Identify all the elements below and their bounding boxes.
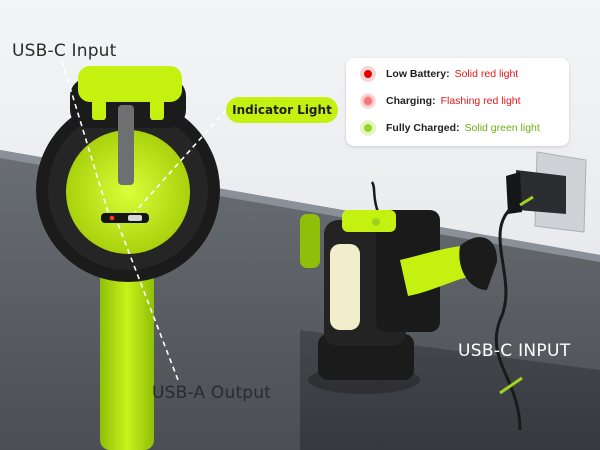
legend-value: Flashing red light [440, 95, 521, 107]
lamp-product [300, 210, 498, 394]
lamp-closeup [36, 66, 220, 450]
wall-socket [506, 151, 587, 233]
legend-key: Fully Charged: [386, 122, 460, 134]
legend-row-fully-charged: Fully Charged: Solid green light [360, 118, 540, 138]
legend-key: Low Battery: [386, 68, 450, 80]
indicator-legend: Low Battery: Solid red light Charging: F… [346, 58, 569, 146]
cable-to-lamp [370, 181, 380, 213]
charging-cable [494, 203, 522, 431]
legend-key: Charging: [386, 95, 436, 107]
legend-value: Solid green light [464, 122, 540, 134]
callout-lines [61, 60, 227, 381]
legend-row-low-battery: Low Battery: Solid red light [360, 64, 518, 84]
solid-red-dot-icon [360, 66, 376, 82]
usb-a-output-label: USB-A Output [152, 383, 272, 403]
legend-row-charging: Charging: Flashing red light [360, 91, 521, 111]
legend-value: Solid red light [454, 68, 519, 80]
flashing-red-dot-icon [360, 93, 376, 109]
usb-c-input-caps-label: USB-C INPUT [458, 341, 571, 361]
usb-c-input-label: USB-C Input [12, 41, 117, 61]
indicator-light-label: Indicator Light [226, 97, 338, 123]
solid-green-dot-icon [360, 120, 376, 136]
